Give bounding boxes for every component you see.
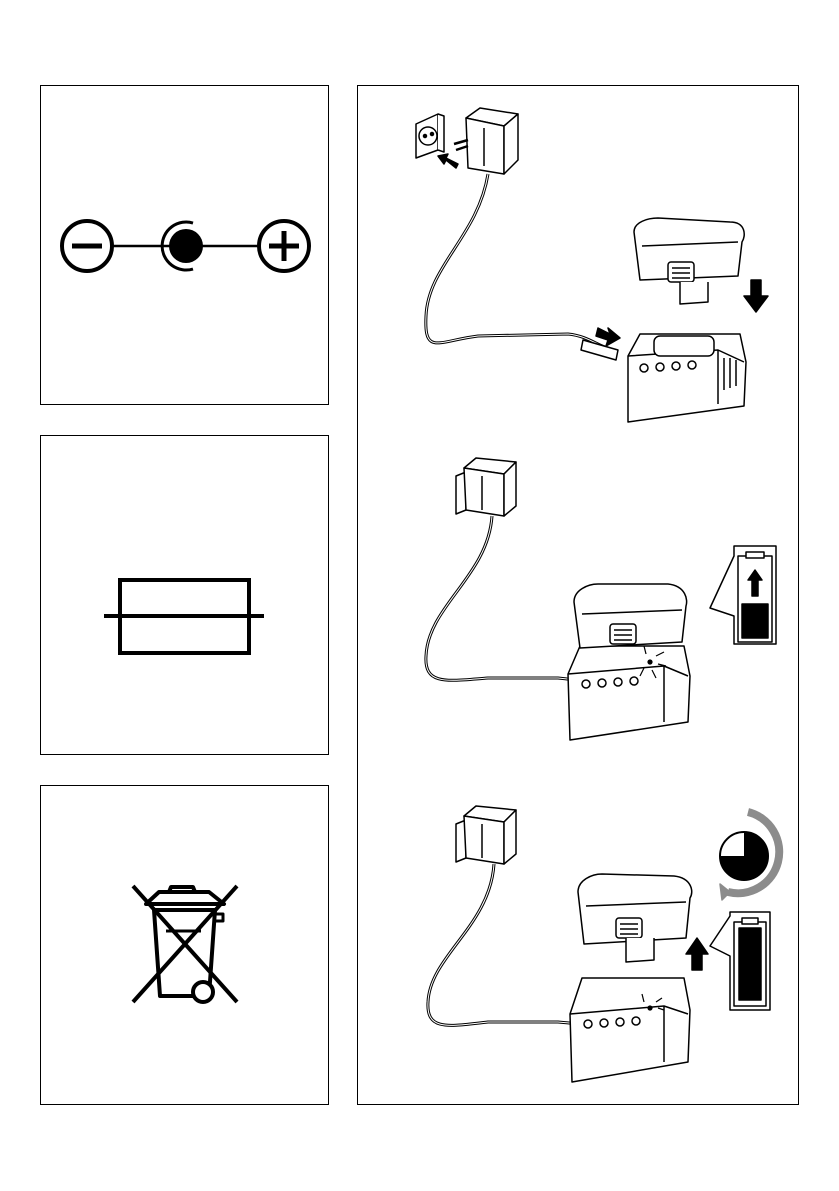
power-adapter-icon xyxy=(454,108,518,174)
step-complete-illustration xyxy=(428,806,779,1082)
charging-steps-illustration xyxy=(358,86,800,1106)
arrow-up-icon xyxy=(686,938,708,970)
charger-base-icon xyxy=(568,646,690,740)
step-charging-illustration xyxy=(426,458,776,740)
minus-icon xyxy=(62,221,112,271)
power-adapter-icon xyxy=(464,458,516,516)
fuse-icon xyxy=(41,436,330,756)
polarity-panel xyxy=(40,85,329,405)
polarity-symbol-icon xyxy=(41,86,330,406)
battery-full-indicator-icon xyxy=(710,912,770,1010)
weee-panel xyxy=(40,785,329,1105)
plus-icon xyxy=(259,221,309,271)
battery-pack-icon xyxy=(574,584,687,648)
battery-pack-icon xyxy=(578,874,692,962)
battery-pack-icon xyxy=(634,218,744,304)
battery-charging-indicator-icon xyxy=(710,546,776,644)
charging-steps-panel xyxy=(357,85,799,1105)
timer-icon xyxy=(720,812,779,900)
power-adapter-icon xyxy=(464,806,516,864)
charger-base-icon xyxy=(570,978,690,1082)
fuse-panel xyxy=(40,435,329,755)
arrow-down-icon xyxy=(744,280,768,312)
wall-socket-icon xyxy=(416,114,444,158)
charger-base-icon xyxy=(628,334,746,422)
step-plug-in-illustration xyxy=(416,108,768,422)
crossed-bin-icon xyxy=(41,786,330,1106)
arrow-left-icon xyxy=(438,154,458,168)
